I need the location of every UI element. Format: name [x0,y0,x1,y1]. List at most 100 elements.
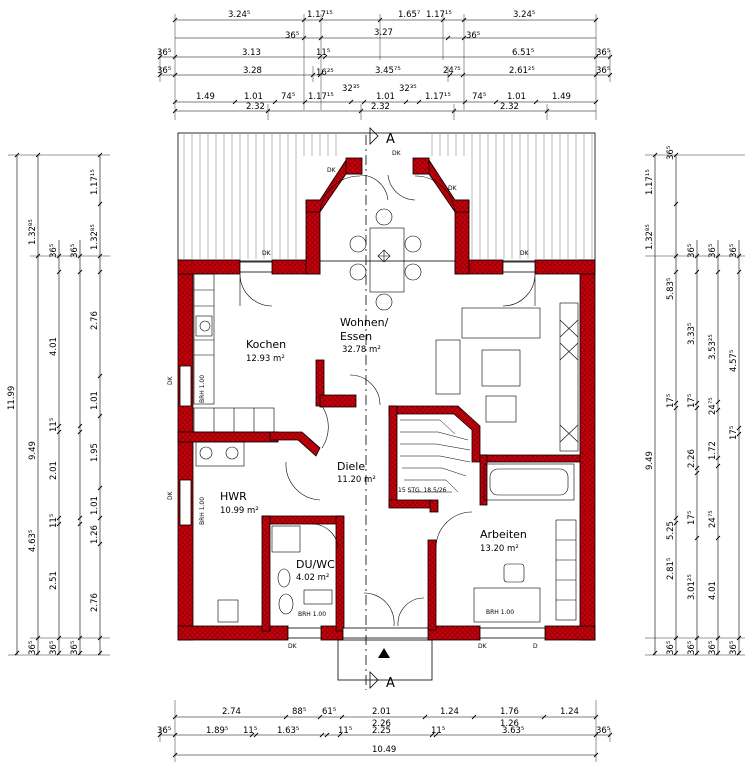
dim-text: 4.57⁵ [729,350,739,372]
roof-overhang [177,132,596,262]
dim-text: 36⁵ [28,641,38,655]
brh-label: BRH 1.00 [199,375,206,403]
dim-text: 1.95 [90,443,100,462]
dim-text: 1.63⁵ [277,726,299,736]
room-area-wohnen: 32.78 m² [342,345,381,355]
room-name-hwr: HWR [220,490,247,503]
dim-text: 11⁵ [49,514,59,528]
dim-text: 36⁵ [729,244,739,258]
dim-text: 2.32 [246,102,265,112]
dim-text: 3.63⁵ [502,726,524,736]
dim-text: 1.17¹⁵ [426,10,452,20]
dim-text: 36⁵ [70,641,80,655]
dim-text: 2.25 [372,726,391,736]
dim-text: 24⁷⁵ [708,510,718,528]
room-area-kochen: 12.93 m² [246,354,285,364]
room-name-essen: Essen [340,330,372,343]
dim-text: 1.65⁷ [398,10,421,20]
dim-text: 3.13 [242,48,261,58]
dk-label: DK [448,185,458,192]
room-labels: Wohnen/ Essen 32.78 m² Kochen 12.93 m² D… [220,316,527,583]
room-name-duwc: DU/WC [296,558,335,571]
dk-label: DK [167,375,174,385]
dim-text: 1.24 [440,707,459,717]
dim-text: 2.74 [222,707,241,717]
dim-text: 32³⁵ [399,84,417,94]
dim-text: 2.51 [49,571,59,590]
section-marker-top: A [369,127,395,147]
right-dimension-chains [645,152,745,656]
dim-text: 74⁵ [281,92,295,102]
dim-text: 36⁵ [157,48,171,58]
dim-text: 36⁵ [49,641,59,655]
furniture [193,208,579,623]
dim-text: 74⁵ [472,92,486,102]
dim-text: 1.17¹⁵ [307,10,333,20]
dim-text: 11⁵ [49,418,59,432]
dk-label: DK [520,250,530,257]
stairs-label: 15 STG. 18.5/26 [398,487,447,494]
entrance [337,639,433,681]
walls [177,157,596,641]
entrance-arrow-icon [378,648,390,658]
dim-text: 2.32 [500,102,519,112]
dk-label: DK [327,167,337,174]
dim-text: 16²⁵ [316,68,334,78]
top-dimension-text: 3.24⁵ 1.17¹⁵ 1.65⁷ 1.17¹⁵ 3.24⁵ 36⁵ 3.27… [157,10,610,112]
left-dimension-text: 11.99 1.32⁸⁵ 9.49 36⁵ 36⁵ 4.01 11⁵ 2.01 … [7,169,100,655]
dim-text: 1.72 [708,441,718,460]
dim-text: 2.01 [372,707,391,717]
dim-text: 36⁵ [687,641,697,655]
room-area-hwr: 10.99 m² [220,506,259,516]
dim-text: 3.53²⁵ [708,334,718,360]
dim-text: 88⁵ [292,707,306,717]
room-name-wohnen: Wohnen/ [340,316,389,329]
dim-text: 36⁵ [466,31,480,41]
dim-text: 1.01 [90,391,100,410]
dim-text: 2.76 [90,311,100,330]
dim-text: 36⁵ [666,641,676,655]
d-label: D [533,643,538,650]
room-name-arbeiten: Arbeiten [480,528,527,541]
dim-text: 4.01 [708,581,718,600]
svg-text:A: A [386,132,395,147]
brh-label: BRH 1.00 [199,497,206,525]
dim-text: 36⁵ [596,726,610,736]
dim-text: 5.25 [666,521,676,540]
brh-label: BRH 1.00 [486,609,514,616]
dim-text: 1.89⁵ [206,726,228,736]
dk-label: DK [167,490,174,500]
dim-text: 11⁵ [338,726,352,736]
dim-text: 3.24⁵ [513,10,535,20]
dim-text: 2.01 [49,461,59,480]
dim-text: 36⁵ [157,66,171,76]
dim-text: 1.01 [244,92,263,102]
roof-lines [183,134,593,259]
dim-text: 36⁵ [666,146,676,160]
dim-text: 1.26 [90,525,100,544]
svg-text:A: A [386,676,395,691]
dim-text: 32³⁵ [342,84,360,94]
dim-text: 1.26 [500,719,519,729]
dim-text: 17⁵ [687,394,697,408]
dim-text: 36⁵ [708,244,718,258]
right-dimension-text: 1.17¹⁵ 1.32⁸⁵ 36⁵ 9.49 5.25 36⁵ 36⁵ 5.83… [645,146,739,655]
dim-text: 1.17¹⁵ [645,169,655,195]
room-area-diele: 11.20 m² [337,475,376,485]
room-name-kochen: Kochen [246,338,286,351]
dim-text: 17⁵ [666,394,676,408]
bottom-dimension-chains [157,700,613,762]
dim-text: 36⁵ [729,641,739,655]
dim-text: 24⁷⁵ [443,66,461,76]
dim-text: 2.32 [371,102,390,112]
dim-text: 36⁵ [285,31,299,41]
dim-text: 1.24 [560,707,579,717]
dim-text: 2.76 [90,593,100,612]
dk-label: DK [262,250,272,257]
dim-text: 5.83⁵ [666,278,676,300]
dim-text: 1.17¹⁵ [308,92,334,102]
dim-text: 3.24⁵ [228,10,250,20]
dim-text: 1.49 [196,92,215,102]
dim-text: 3.33⁵ [687,323,697,345]
